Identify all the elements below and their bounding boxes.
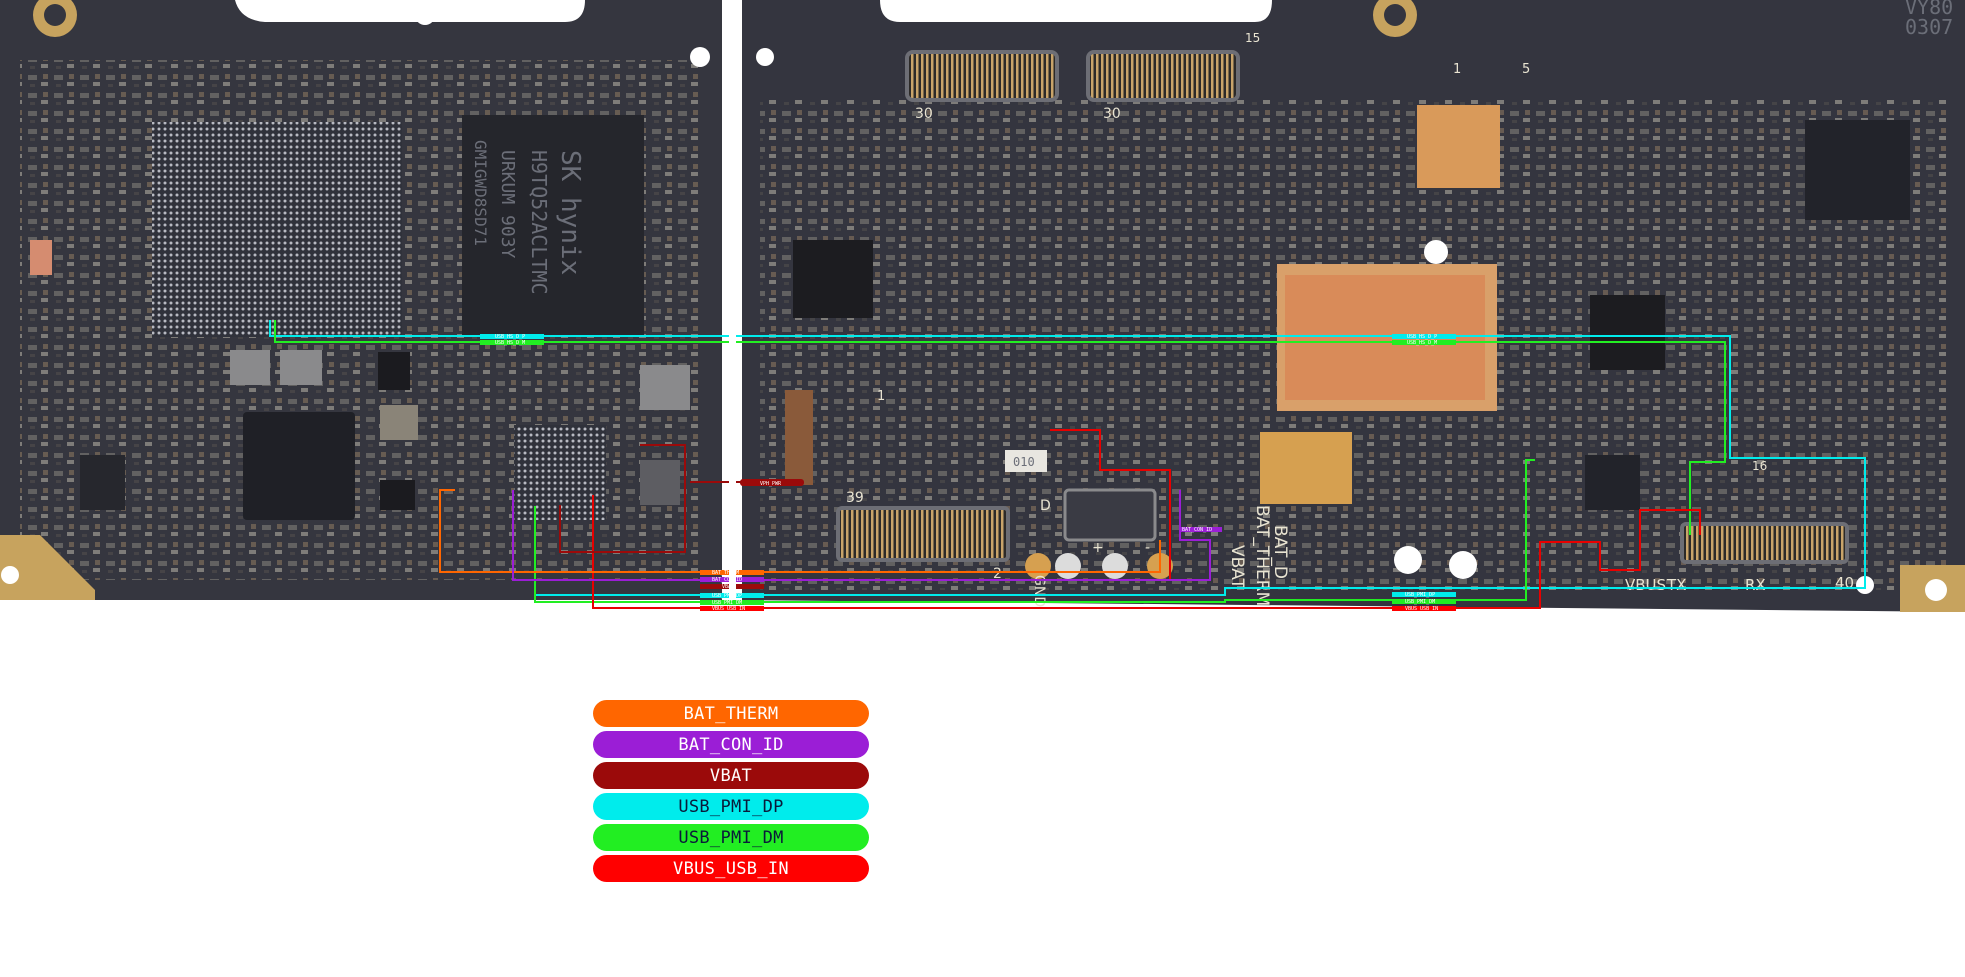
label-rx: RX <box>1745 576 1766 594</box>
tag-vbus-bottom-right: VBUS_USB_IN <box>1405 606 1438 612</box>
label-5: 5 <box>1522 62 1530 77</box>
legend-item-usb-pmi-dm: USB_PMI_DM <box>593 824 869 851</box>
tag-dp-top-right: USB_HS_D_P <box>1407 334 1437 340</box>
module-date: 0307 <box>1905 15 1953 39</box>
label-tx: TX <box>1666 576 1686 594</box>
legend-item-bat-therm: BAT_THERM <box>593 700 869 727</box>
display-connector-2 <box>1086 50 1240 102</box>
net-legend: BAT_THERM BAT_CON_ID VBAT USB_PMI_DP USB_PMI… <box>593 700 869 886</box>
memory-brand: SK hynix <box>555 150 585 275</box>
label-39: 39 <box>846 490 864 506</box>
tag-therm-bottom: BAT_THERM <box>712 570 739 576</box>
label-bat-therm: BAT_THERM <box>1252 505 1272 606</box>
legend-item-vbus-usb-in: VBUS_USB_IN <box>593 855 869 882</box>
label-1b: 1 <box>877 389 885 404</box>
board-divider <box>729 0 736 600</box>
label-d: D <box>1040 498 1051 514</box>
pcb-board-diagram: SK hynix H9TQ52ACLTMC URKUM 903Y GMIGWD8… <box>0 0 1965 612</box>
memory-extra: GMIGWD8SD71 <box>471 140 490 246</box>
legend-item-usb-pmi-dp: USB_PMI_DP <box>593 793 869 820</box>
label-1a: 1 <box>1453 62 1461 77</box>
tag-dm-top-right: USB_HS_D_M <box>1407 340 1437 346</box>
tag-dp-bottom: USB_PMI_DP <box>712 593 742 599</box>
label-16: 16 <box>1752 459 1767 473</box>
label-40: 40 <box>1835 574 1854 592</box>
legend-item-vbat: VBAT <box>593 762 869 789</box>
net-vbus-usb-in <box>592 429 1701 609</box>
label-vbat: VBAT <box>1227 545 1247 590</box>
tag-vbat-bottom: VBAT <box>722 584 734 590</box>
battery-contacts <box>1063 488 1157 542</box>
copper-pad-small <box>1260 432 1352 504</box>
label-plus: + <box>1092 540 1104 556</box>
processor-bga <box>152 122 402 337</box>
memory-chip <box>462 115 644 337</box>
board-right: 30 30 15 39 2 + - D GND BAT_THERM VBAT B… <box>742 0 1965 612</box>
display-connector-1 <box>905 50 1059 102</box>
tag-vph-pwr: VPH_PWR <box>760 481 782 487</box>
tag-dm-top-left: USB_HS_D_M <box>495 340 525 346</box>
board-left: SK hynix H9TQ52ACLTMC URKUM 903Y GMIGWD8… <box>0 0 722 600</box>
label-30b: 30 <box>1103 106 1121 122</box>
label-gnd: GND <box>1031 575 1047 607</box>
net-bat-therm <box>439 489 1161 573</box>
memory-code: URKUM 903Y <box>497 150 518 259</box>
tag-dp-bottom-right: USB_PMI_DP <box>1405 592 1435 598</box>
label-30a: 30 <box>915 106 933 122</box>
tag-con-id-bottom: BAT_CON_ID <box>712 577 742 583</box>
tag-dm-bottom: USB_PMI_DM <box>712 600 742 606</box>
pmic-chip <box>243 412 355 520</box>
net-usb-pmi-dm <box>274 320 1726 603</box>
tag-dp-top-left: USB_HS_D_P <box>495 334 525 340</box>
label-15: 15 <box>1245 31 1260 45</box>
battery-connector <box>836 506 1010 562</box>
tag-vbus-bottom: VBUS_USB_IN <box>712 606 745 612</box>
label-minus: - <box>1145 540 1150 556</box>
module-code: VY80 <box>1905 0 1953 19</box>
net-usb-pmi-dp <box>269 320 1866 596</box>
label-010: 010 <box>1013 455 1035 469</box>
usb-connector <box>1680 522 1849 564</box>
tag-dm-bottom-right: USB_PMI_DM <box>1405 599 1435 605</box>
legend-item-bat-con-id: BAT_CON_ID <box>593 731 869 758</box>
label-bat-d: BAT_D <box>1270 525 1290 579</box>
tag-con-id-side: BAT_CON_ID <box>1182 527 1212 533</box>
small-chip-010 <box>1005 450 1047 472</box>
copper-pad-top <box>1417 105 1500 188</box>
label-vbus: VBUS <box>1625 576 1666 594</box>
pmi-bga <box>514 425 606 520</box>
label-2: 2 <box>993 566 1002 582</box>
fpc-connector <box>785 390 813 485</box>
memory-part: H9TQ52ACLTMC <box>527 150 551 295</box>
